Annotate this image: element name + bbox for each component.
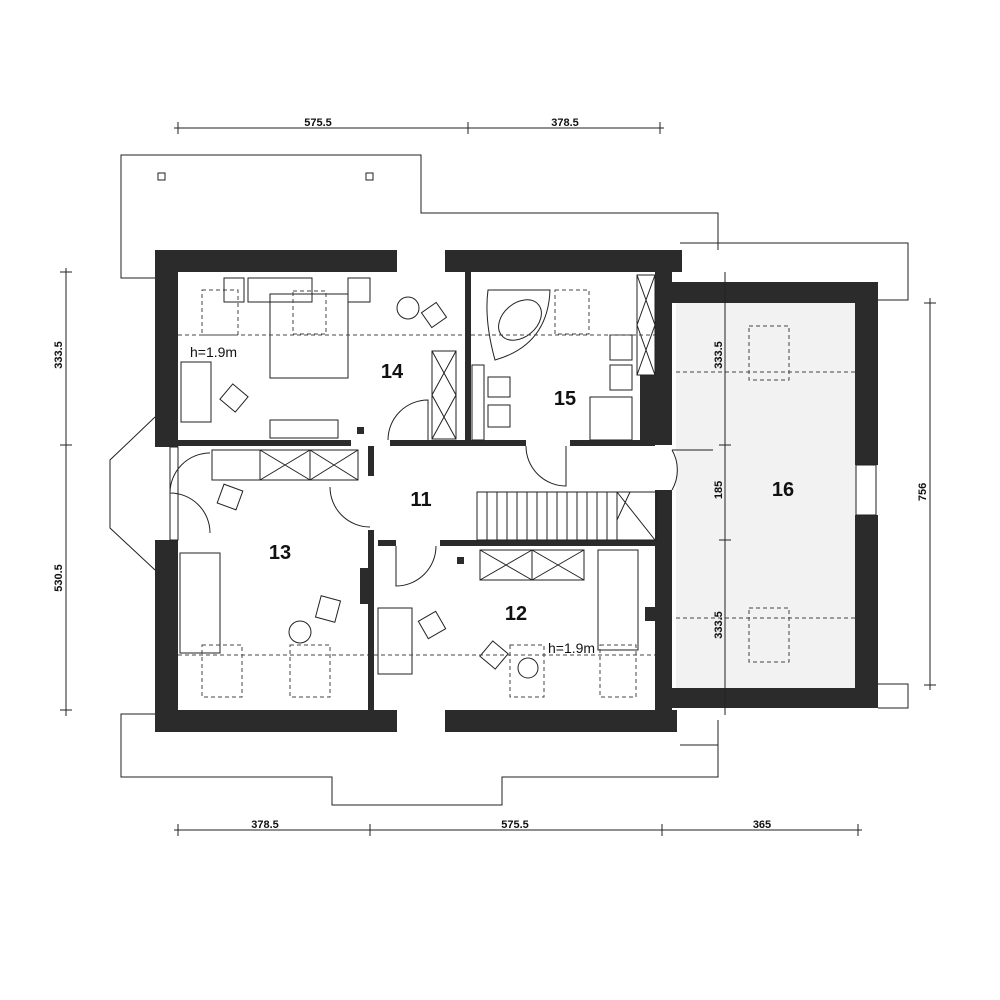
room-16-floor	[676, 303, 856, 688]
bay-window	[109, 416, 156, 571]
room-14-furniture	[180, 277, 457, 441]
dim-inner-2: 185	[713, 481, 725, 499]
dimension-lines	[60, 122, 936, 836]
dim-right: 756	[917, 483, 929, 501]
dim-bottom-2: 575.5	[501, 819, 529, 831]
dim-bottom-3: 365	[753, 819, 771, 831]
height-note-14: h=1.9m	[190, 344, 237, 360]
dim-left-2: 530.5	[53, 564, 65, 592]
dim-left-1: 333.5	[53, 341, 65, 369]
room-label-15: 15	[554, 388, 576, 410]
room-15-fixtures	[471, 274, 656, 487]
walls	[155, 250, 878, 732]
dim-bottom-1: 378.5	[251, 819, 279, 831]
roof-outline	[120, 154, 909, 806]
dim-top-2: 378.5	[551, 117, 579, 129]
dim-inner-3: 333.5	[713, 611, 725, 639]
room-label-11: 11	[410, 489, 431, 511]
room-label-16: 16	[772, 479, 794, 501]
room-label-13: 13	[269, 542, 291, 564]
staircase	[476, 491, 658, 541]
height-note-12: h=1.9m	[548, 640, 595, 656]
dim-top-1: 575.5	[304, 117, 332, 129]
room-label-14: 14	[381, 361, 404, 383]
room-12-furniture	[377, 545, 639, 698]
dim-inner-1: 333.5	[713, 341, 725, 369]
room-16-details	[671, 325, 877, 663]
room-label-12: 12	[505, 603, 527, 625]
room-13-furniture	[169, 449, 371, 698]
